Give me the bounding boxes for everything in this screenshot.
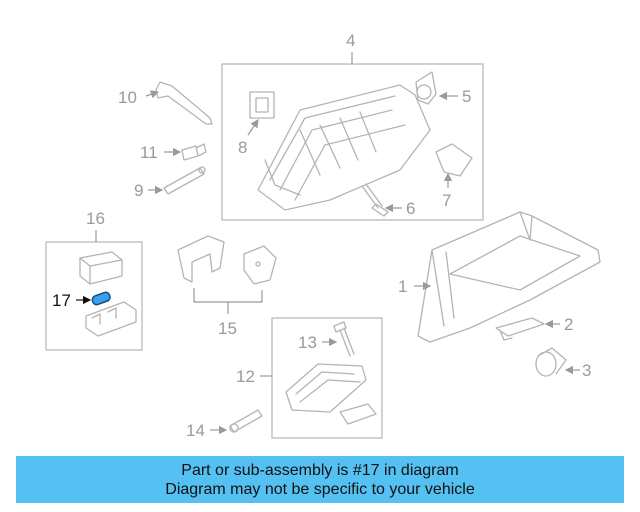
callout-15: 15 — [218, 319, 237, 338]
part-7-cap — [435, 143, 473, 177]
callout-12: 12 — [236, 367, 255, 386]
part-11-screw — [181, 143, 207, 161]
group-box-16 — [45, 241, 143, 351]
callout-5: 5 — [462, 87, 471, 106]
info-banner: Part or sub-assembly is #17 in diagram D… — [16, 456, 624, 503]
part-9-rod — [163, 166, 206, 195]
part-10-latch-rod — [155, 81, 213, 125]
callout-7: 7 — [442, 191, 451, 210]
part-13-pin — [333, 321, 355, 357]
callout-1: 1 — [398, 277, 407, 296]
part-17-bulb-highlighted — [91, 291, 111, 306]
callout-2: 2 — [564, 315, 573, 334]
part-12-storage-bin — [285, 363, 377, 425]
group-box-12 — [271, 317, 383, 439]
part-2-hinge — [495, 317, 545, 341]
callout-10: 10 — [118, 88, 137, 107]
glove-box-housing — [257, 84, 431, 211]
parts-diagram: 4 8 5 6 7 10 11 — [45, 31, 601, 440]
part-1-glove-box-door — [417, 211, 601, 343]
part-15-brackets — [177, 235, 277, 285]
callout-6: 6 — [406, 199, 415, 218]
part-8-bracket — [249, 91, 275, 119]
callout-13: 13 — [298, 333, 317, 352]
part-5-bumper — [415, 71, 437, 105]
callout-16: 16 — [86, 209, 105, 228]
part-16-lamp-housing — [79, 251, 137, 337]
callout-9: 9 — [134, 181, 143, 200]
part-6-pin — [361, 183, 389, 217]
callout-11: 11 — [140, 143, 158, 162]
callout-14: 14 — [186, 421, 205, 440]
callout-17: 17 — [52, 291, 71, 310]
part-3-lock-cylinder — [535, 347, 567, 377]
callout-8: 8 — [238, 138, 247, 157]
part-14-screw — [229, 409, 263, 433]
callout-3: 3 — [582, 361, 591, 380]
banner-line-2: Diagram may not be specific to your vehi… — [165, 480, 475, 498]
banner-line-1: Part or sub-assembly is #17 in diagram — [181, 461, 459, 479]
callout-4: 4 — [346, 31, 355, 50]
